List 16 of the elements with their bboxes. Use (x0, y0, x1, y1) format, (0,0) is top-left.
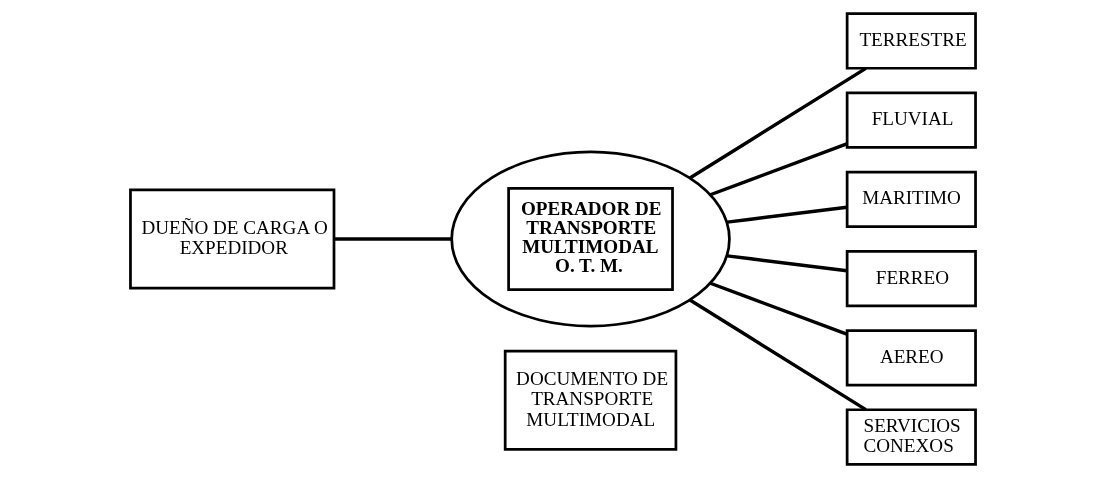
connector (333, 237, 451, 241)
node-box: AEREO (845, 329, 977, 387)
node-box: TERRESTRE (845, 12, 977, 70)
node-box: MARITIMO (845, 170, 977, 229)
node-ellipse: OPERADOR DE TRANSPORTE MULTIMODAL O. T. M. (449, 150, 731, 328)
node-box: FERREO (845, 249, 977, 308)
connector (726, 205, 847, 224)
connector (688, 66, 867, 180)
connector (709, 281, 847, 336)
connector (709, 142, 847, 197)
node-box: DUEÑO DE CARGA O EXPEDIDOR (128, 188, 335, 290)
connector (688, 298, 867, 412)
node-box: DOCUMENTO DE TRANSPORTE MULTIMODAL (503, 349, 677, 451)
node-box: FLUVIAL (845, 91, 977, 149)
node-box: SERVICIOS CONEXOS (845, 408, 977, 466)
connector (726, 254, 847, 273)
